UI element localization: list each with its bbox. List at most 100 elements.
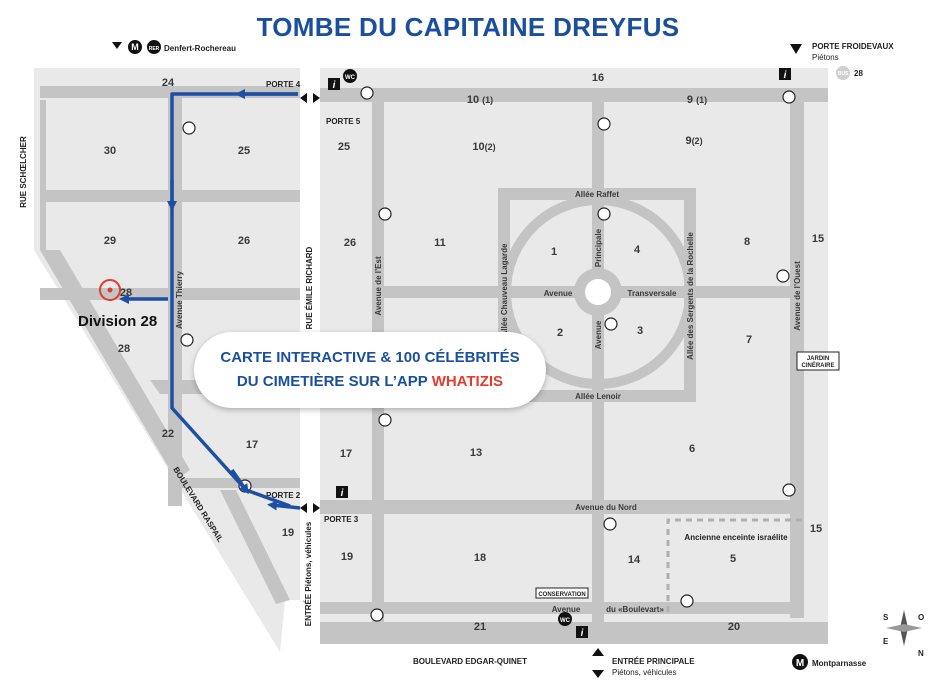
water-point-icon: [180, 333, 194, 347]
target-marker: [99, 279, 121, 301]
alley-boulevart: du «Boulevart»: [606, 605, 664, 614]
division-label: 10 (1): [467, 94, 493, 106]
gate-arrow-froidevaux: [790, 44, 802, 54]
alley-transversale: Transversale: [628, 289, 677, 298]
svg-text:M: M: [131, 42, 139, 52]
svg-text:28: 28: [854, 69, 863, 78]
svg-text:WC: WC: [345, 75, 356, 81]
metro-montparnasse-label: Montparnasse: [812, 659, 867, 668]
gate-principale: ENTRÉE PRINCIPALE: [612, 657, 695, 666]
division-label: 16: [592, 72, 604, 84]
division-label: 29: [104, 235, 116, 247]
info-icon: i: [336, 486, 348, 499]
division-label: 8: [744, 236, 750, 248]
info-icon: i: [779, 68, 791, 81]
info-icon: i: [576, 626, 588, 639]
alley-est: Avenue de l’Est: [374, 256, 383, 316]
division-label: 15: [810, 523, 822, 535]
division-label: 13: [470, 447, 482, 459]
division-label: 28: [120, 287, 132, 299]
gate-porte3: PORTE 3: [324, 515, 359, 524]
alley-lenoir: Allée Lenoir: [575, 392, 621, 401]
division-label: 11: [434, 237, 446, 249]
gate-froidevaux-sub: Piétons: [812, 53, 839, 62]
route-arrow: [230, 468, 249, 495]
street-schoelcher: RUE SCHŒLCHER: [19, 136, 28, 208]
division-label: 15: [812, 233, 824, 245]
alley-avenue-h: Avenue: [544, 289, 573, 298]
svg-text:S: S: [883, 613, 889, 622]
metro-icon-montparnasse: M Montparnasse: [792, 654, 867, 670]
route-arrow: [267, 500, 301, 511]
svg-text:WC: WC: [560, 618, 571, 624]
water-point-icon: [680, 594, 694, 608]
water-point-icon: [782, 90, 796, 104]
division-label: 9(2): [685, 135, 702, 147]
roundabout-ring: [501, 195, 695, 389]
alley-principale: Principale: [594, 228, 603, 267]
gate-porte4: PORTE 4: [266, 80, 301, 89]
conservation-box: [535, 587, 589, 599]
division-label: 21: [474, 621, 486, 633]
water-point-icon: [776, 269, 790, 283]
division-label: 6: [689, 443, 695, 455]
app-name: WHATIZIS: [431, 373, 504, 390]
gate-arrow-porte2: [300, 503, 320, 513]
wc-icon: WC: [558, 612, 572, 626]
water-point-icon: [378, 413, 392, 427]
svg-text:E: E: [883, 637, 889, 646]
israelite-label: Ancienne enceinte israélite: [684, 533, 788, 542]
alley-thierry: Avenue Thierry: [175, 270, 184, 328]
alley-sergents: Allée des Sergents de la Rochelle: [686, 232, 695, 360]
metro-icon-denfert: M RER Denfert-Rochereau: [112, 40, 236, 54]
svg-text:BUS: BUS: [838, 71, 849, 77]
street-edgar-quinet: BOULEVARD EDGAR-QUINET: [413, 657, 527, 666]
gate-porte5: PORTE 5: [326, 117, 361, 126]
gate-froidevaux: PORTE FROIDEVAUX: [812, 42, 894, 51]
svg-text:i: i: [341, 488, 344, 499]
division-label: 10(2): [472, 141, 495, 153]
division-label: 25: [338, 141, 350, 153]
svg-text:M: M: [796, 658, 804, 669]
alley-boulevart-av: Avenue: [552, 605, 581, 614]
compass-icon: S O E N: [883, 610, 924, 658]
conservation-label: CONSERVATION: [538, 592, 585, 598]
division-label: 3: [637, 325, 643, 337]
division-label: 7: [746, 334, 752, 346]
jardin-label-1: JARDIN: [807, 356, 829, 362]
svg-text:i: i: [784, 70, 787, 81]
gate-entree-left: ENTRÉE Piétons, véhicules: [304, 521, 313, 626]
division-label: 22: [162, 428, 174, 440]
division-label: 26: [344, 237, 356, 249]
page-title: TOMBE DU CAPITAINE DREYFUS: [256, 12, 680, 42]
water-point-icon: [370, 608, 384, 622]
target-division-label: Division 28: [78, 313, 158, 330]
jardin-cineraire-box: [796, 351, 840, 371]
alley-chauveau: Allée Chauveau Lagarde: [500, 243, 509, 336]
wc-icon: WC: [343, 69, 357, 83]
division-label: 2: [557, 327, 563, 339]
app-promo-banner[interactable]: CARTE INTERACTIVE & 100 CÉLÉBRITÉS DU CI…: [194, 332, 546, 408]
street-emile-richard: RUE ÉMILE RICHARD: [305, 246, 314, 329]
alley-avenue-v: Avenue: [594, 320, 603, 349]
water-point-icon: [603, 517, 617, 531]
gate-arrow-principale: [592, 648, 604, 678]
water-point-icon: [597, 207, 611, 221]
water-point-icon: [378, 207, 392, 221]
gate-porte2: PORTE 2: [266, 491, 301, 500]
svg-text:N: N: [918, 649, 924, 658]
banner-line-1: CARTE INTERACTIVE & 100 CÉLÉBRITÉS: [220, 349, 520, 366]
division-label: 19: [282, 527, 294, 539]
metro-denfert-label: Denfert-Rochereau: [164, 44, 236, 53]
division-label: 17: [340, 448, 352, 460]
division-label: 26: [238, 235, 250, 247]
gate-arrow-porte4: [300, 93, 320, 103]
division-label: 1: [551, 246, 557, 258]
svg-text:O: O: [918, 613, 924, 622]
division-label: 5: [730, 553, 736, 565]
division-label: 25: [238, 145, 250, 157]
jardin-label-2: CINÉRAIRE: [801, 361, 834, 369]
division-label: 14: [628, 554, 641, 566]
banner-line-2: DU CIMETIÈRE SUR L’APP WHATIZIS: [236, 373, 504, 390]
